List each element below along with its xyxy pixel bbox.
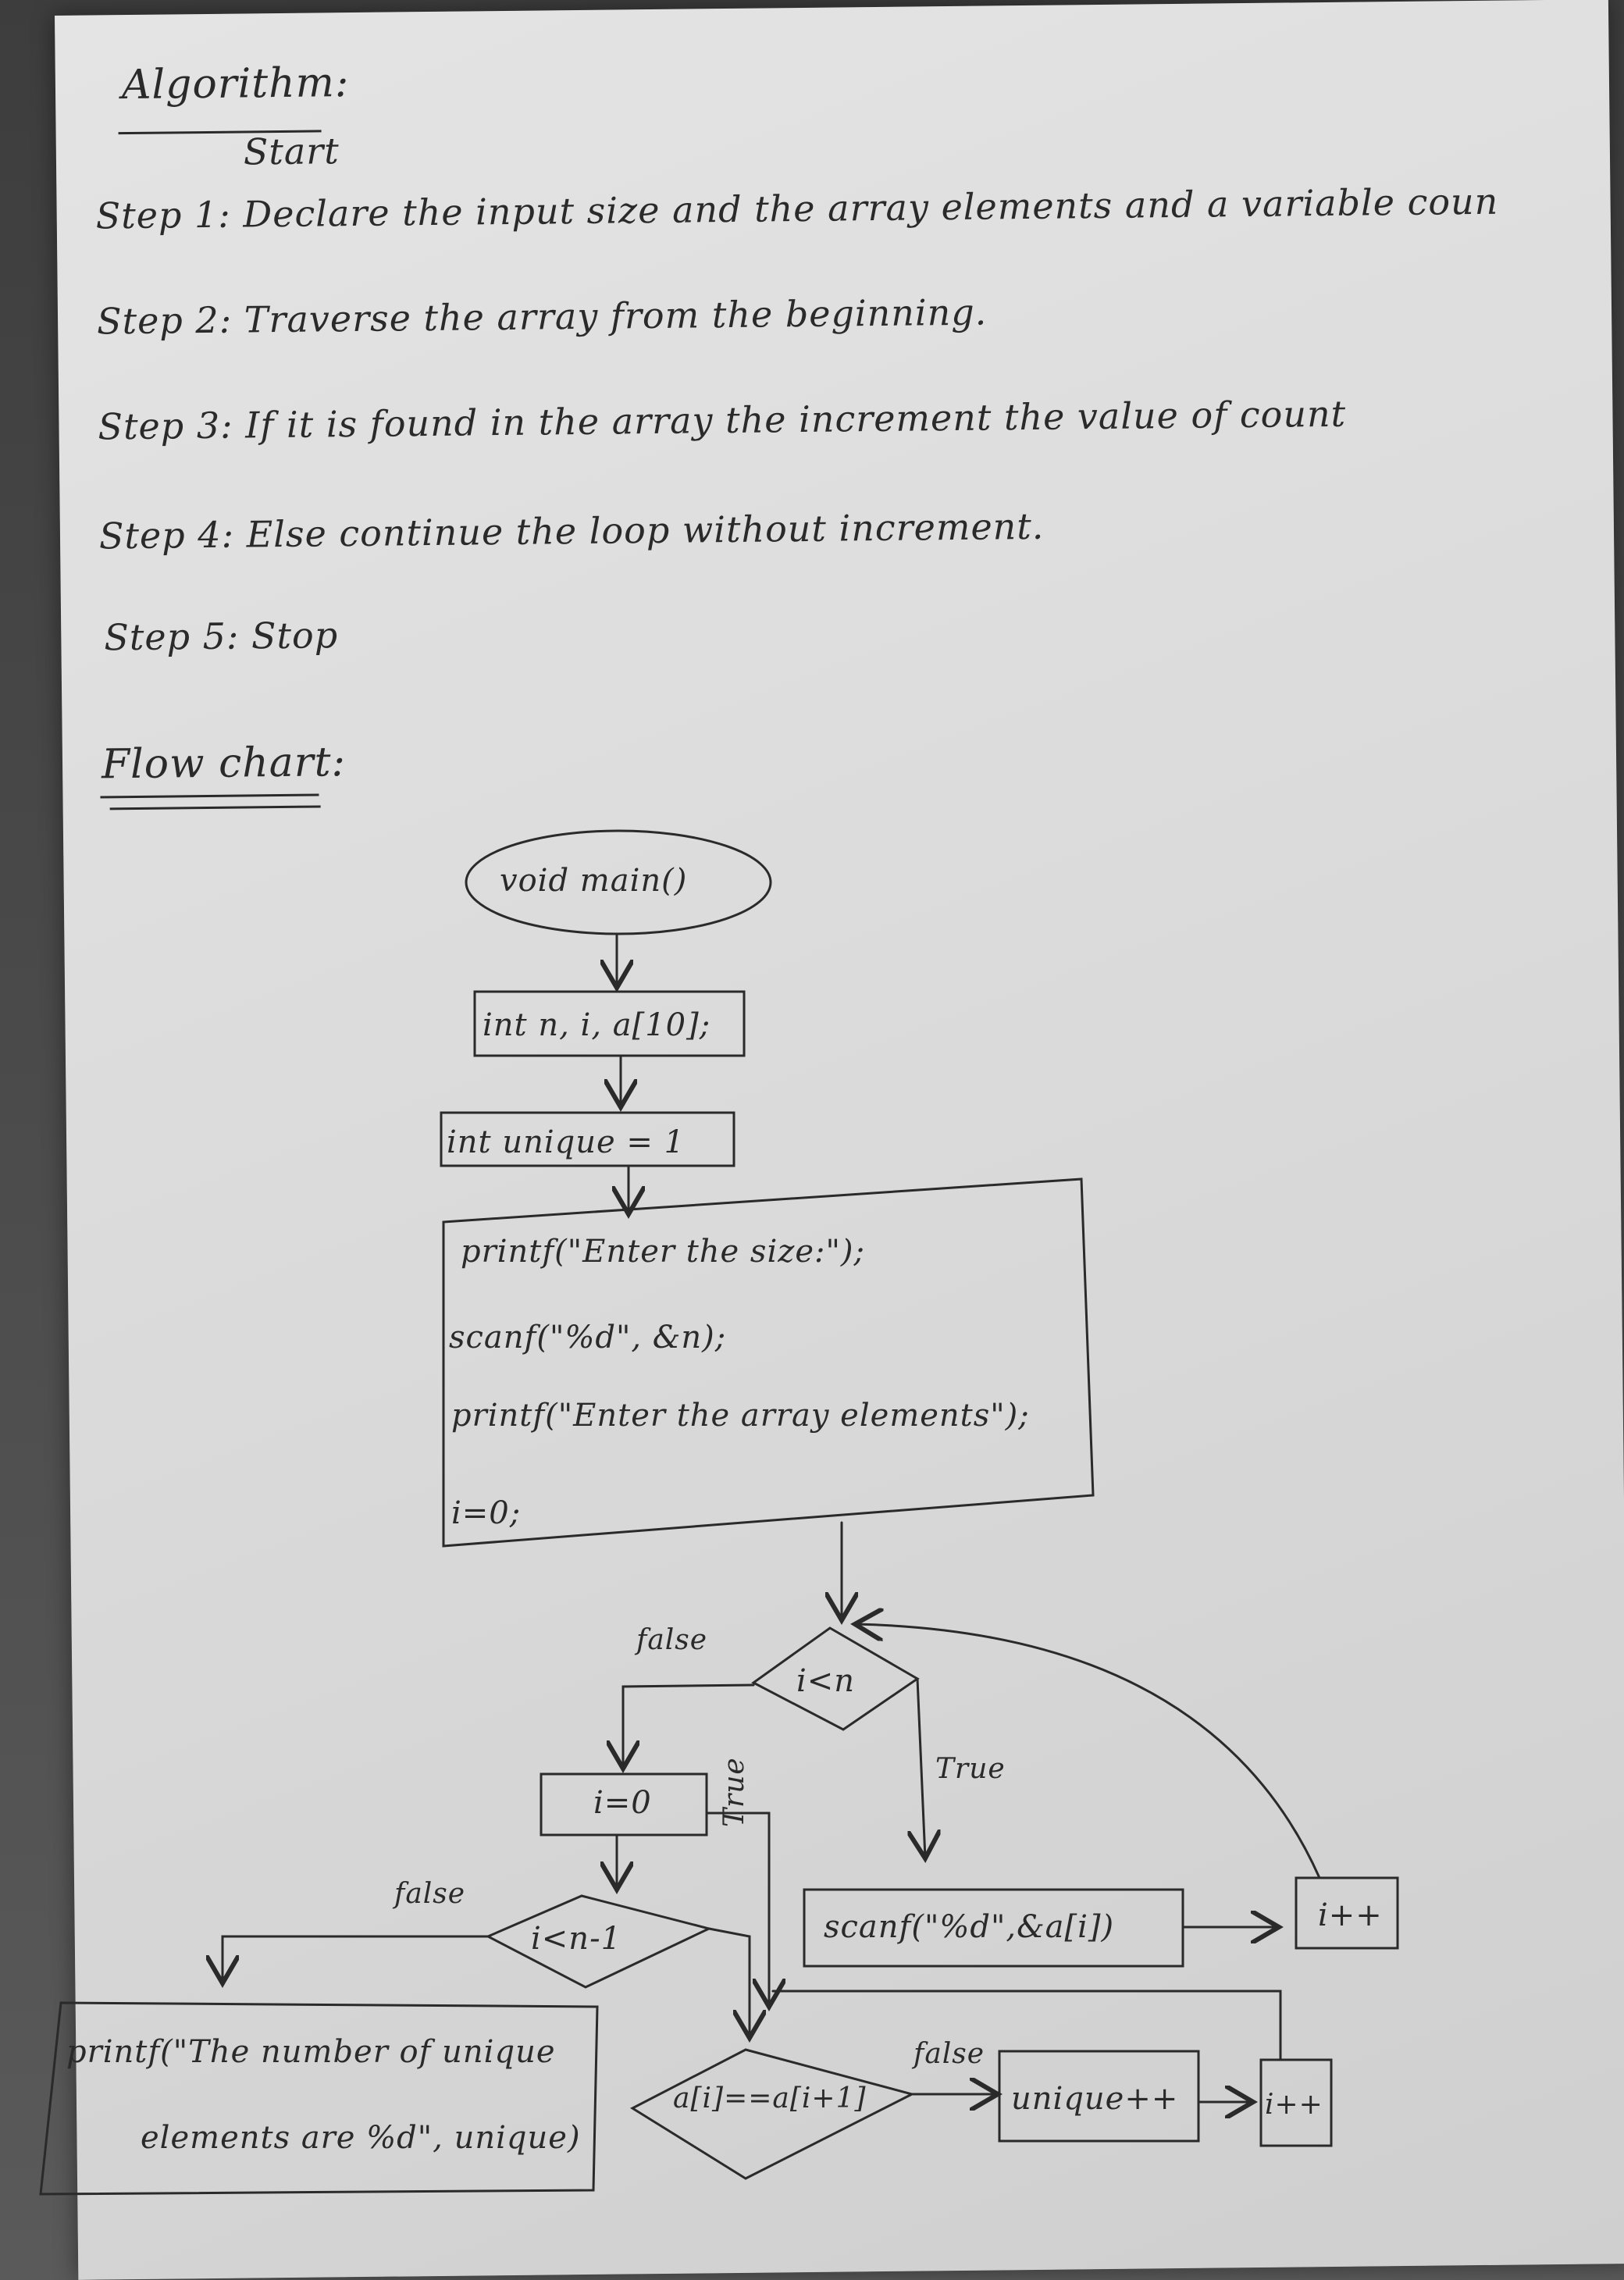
- cond2-diamond: [488, 1896, 709, 1987]
- scan-box-label: scanf("%d",&a[i]): [824, 1909, 1115, 1945]
- cond2-false-label: false: [394, 1878, 466, 1910]
- result-line-2: elements are %d", unique): [141, 2120, 581, 2156]
- start-oval-label: void main(): [500, 863, 688, 899]
- io-line-4: i=0;: [451, 1495, 522, 1531]
- reset-box-label: i=0: [593, 1785, 652, 1821]
- io-line-2: scanf("%d", &n);: [449, 1320, 727, 1356]
- io-line-3: printf("Enter the array elements");: [451, 1398, 1030, 1434]
- start-oval: [466, 831, 771, 934]
- cond1-label: i<n: [796, 1663, 856, 1699]
- cond1-true-label: True: [935, 1753, 1006, 1785]
- io-box: [443, 1179, 1093, 1546]
- inc2-box: [1261, 2060, 1331, 2146]
- io-line-1: printf("Enter the size:");: [461, 1234, 865, 1270]
- reset-box: [541, 1774, 707, 1835]
- cond3-false-label: false: [914, 2038, 985, 2070]
- cond2-true-label: True: [718, 1757, 750, 1827]
- cond2-label: i<n-1: [531, 1921, 622, 1957]
- unique-box-label: int unique = 1: [447, 1124, 686, 1160]
- unique-inc-box: [999, 2051, 1198, 2141]
- cond1-false-label: false: [636, 1624, 708, 1656]
- result-box: [41, 2003, 597, 2194]
- inc2-label: i++: [1265, 2089, 1323, 2121]
- result-line-1: printf("The number of unique: [66, 2034, 556, 2070]
- declare-box: [475, 992, 744, 1056]
- inc1-label: i++: [1318, 1897, 1383, 1933]
- cond3-label: a[i]==a[i+1]: [673, 2082, 867, 2114]
- declare-box-label: int n, i, a[10];: [483, 1007, 711, 1043]
- cond1-diamond: [753, 1628, 917, 1730]
- unique-box: [441, 1113, 734, 1166]
- inc1-box: [1296, 1878, 1398, 1948]
- unique-inc-label: unique++: [1011, 2081, 1179, 2117]
- cond3-diamond: [632, 2050, 912, 2178]
